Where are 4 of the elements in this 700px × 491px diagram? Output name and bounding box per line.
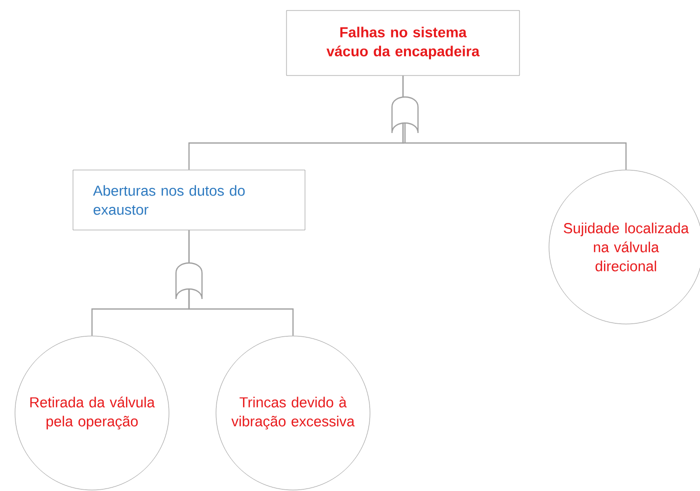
connector-line	[188, 230, 294, 336]
event-box: Falhas no sistema vácuo da encapadeira	[286, 10, 520, 76]
event-box: Aberturas nos dutos do exaustor	[72, 170, 306, 230]
connector-line	[402, 76, 627, 170]
